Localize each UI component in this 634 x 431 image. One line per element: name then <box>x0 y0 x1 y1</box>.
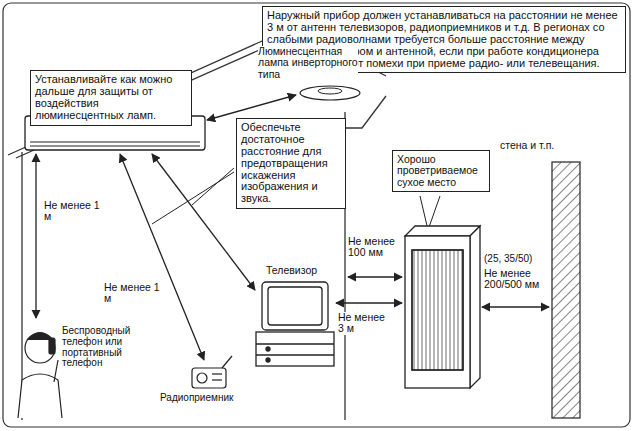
phone-label: Беспроводный телефон или портативный тел… <box>62 326 142 369</box>
person-with-phone <box>18 333 62 419</box>
dimension-label: Не менее 1 м <box>104 282 160 305</box>
dimension-label: Не менее 200/500 мм <box>484 268 550 291</box>
radio-label: Радиоприемник <box>160 393 250 404</box>
callout-box: Обеспечьте достаточное расстояние для пр… <box>236 118 346 209</box>
frame <box>3 3 630 427</box>
box-text: Обеспечьте достаточное расстояние для пр… <box>241 122 341 205</box>
tv-label: Телевизор <box>266 265 336 276</box>
box-text: Хорошо проветриваемое сухое место <box>397 154 485 188</box>
callout-box: Устанавливайте как можно дальше для защи… <box>30 70 192 126</box>
model-label: (25, 35/50) <box>484 254 548 265</box>
television <box>256 282 334 366</box>
lamp-label: Люминесцентная лампа инверторного типа <box>258 46 358 80</box>
callout-box: Хорошо проветриваемое сухое место <box>392 150 490 192</box>
house-outline <box>8 24 390 420</box>
dimension-label: Не менее 1 м <box>44 200 100 223</box>
wall-label: стена и т.п. <box>500 140 570 151</box>
wall-hatched <box>552 162 580 418</box>
dimension-label: Не менее 100 мм <box>348 236 402 259</box>
outdoor-unit <box>405 226 480 388</box>
fluorescent-lamp <box>300 86 360 100</box>
radio <box>192 356 232 388</box>
box-text: Устанавливайте как можно дальше для защи… <box>35 74 187 122</box>
dimension-label: Не менее 3 м <box>338 312 392 335</box>
